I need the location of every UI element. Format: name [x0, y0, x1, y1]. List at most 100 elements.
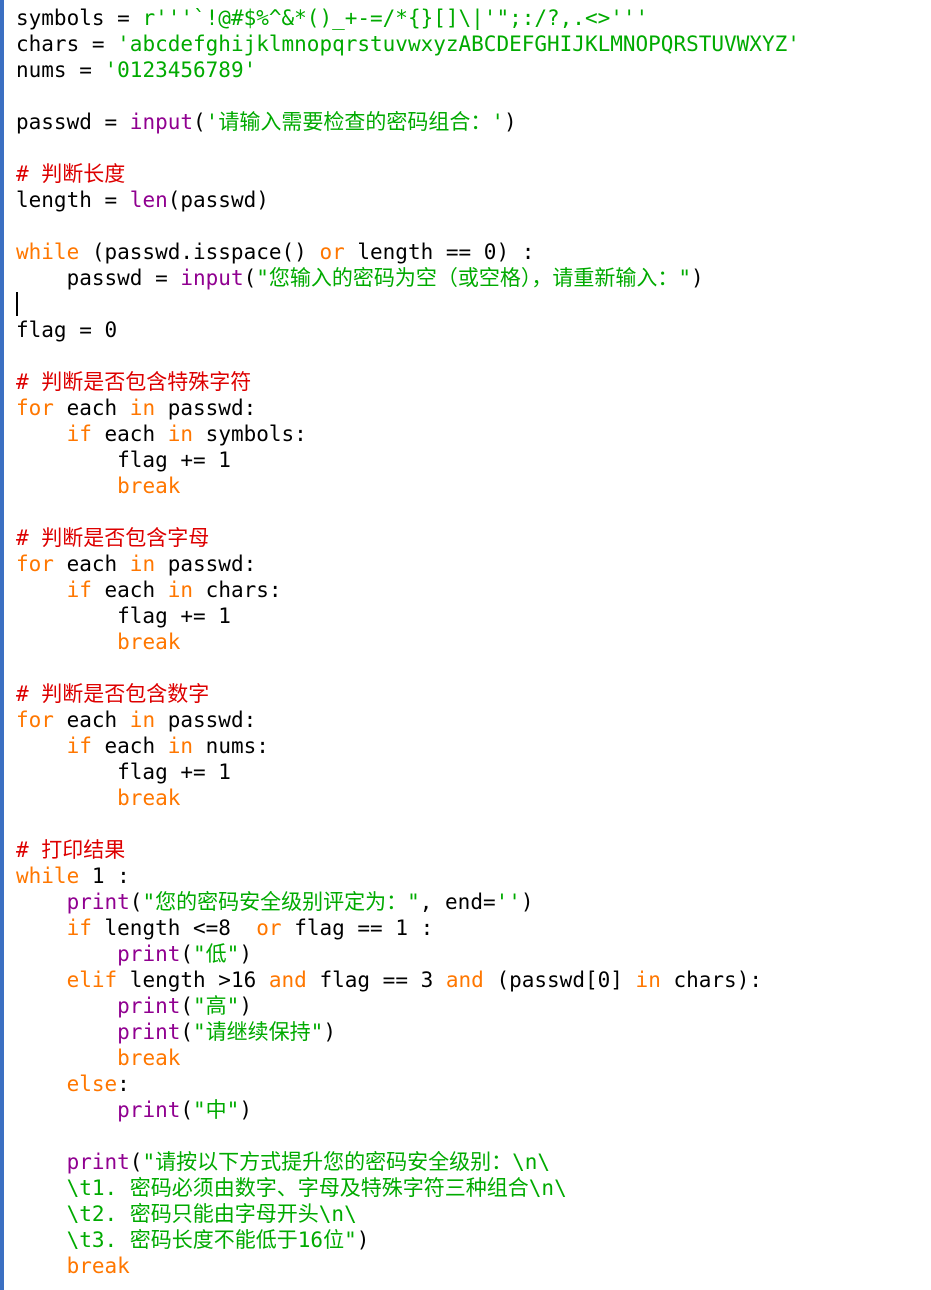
code-line[interactable]: nums = '0123456789': [16, 57, 927, 83]
code-text: (: [243, 266, 257, 290]
code-builtin: print: [117, 1098, 181, 1122]
code-line[interactable]: \t3. 密码长度不能低于16位"): [16, 1227, 927, 1253]
code-line[interactable]: if each in nums:: [16, 733, 927, 759]
code-text: symbols:: [193, 422, 307, 446]
code-keyword: while: [16, 240, 80, 264]
code-text: each: [53, 552, 130, 576]
code-line[interactable]: [16, 343, 927, 369]
code-text: length == 0) :: [344, 240, 535, 264]
code-line[interactable]: [16, 213, 927, 239]
code-builtin: input: [180, 266, 244, 290]
code-line[interactable]: \t1. 密码必须由数字、字母及特殊字符三种组合\n\: [16, 1175, 927, 1201]
text-cursor: [16, 292, 18, 316]
code-text: flag += 1: [16, 448, 231, 472]
code-text: flag += 1: [16, 760, 231, 784]
code-text: each: [53, 708, 130, 732]
code-line[interactable]: symbols = r'''`!@#$%^&*()_+-=/*{}[]\|'";…: [16, 5, 927, 31]
code-text: length =: [16, 188, 130, 212]
code-text: ): [239, 1098, 252, 1122]
code-line[interactable]: for each in passwd:: [16, 551, 927, 577]
code-line[interactable]: break: [16, 785, 927, 811]
code-line[interactable]: [16, 655, 927, 681]
code-line[interactable]: else:: [16, 1071, 927, 1097]
code-line[interactable]: passwd = input('请输入需要检查的密码组合：'): [16, 109, 927, 135]
code-line[interactable]: [16, 499, 927, 525]
code-keyword: elif: [66, 968, 118, 992]
code-line[interactable]: # 打印结果: [16, 837, 927, 863]
code-line[interactable]: [16, 1123, 927, 1149]
code-line[interactable]: # 判断是否包含字母: [16, 525, 927, 551]
code-line[interactable]: print("高"): [16, 993, 927, 1019]
code-area[interactable]: symbols = r'''`!@#$%^&*()_+-=/*{}[]\|'";…: [16, 5, 927, 1279]
code-text: passwd:: [155, 552, 257, 576]
code-string: "请继续保持": [193, 1020, 324, 1044]
code-string: "请按以下方式提升您的密码安全级别：\n\: [142, 1150, 551, 1174]
code-text: ): [520, 890, 534, 914]
code-line[interactable]: [16, 811, 927, 837]
code-line[interactable]: chars = 'abcdefghijklmnopqrstuvwxyzABCDE…: [16, 31, 927, 57]
code-line[interactable]: \t2. 密码只能由字母开头\n\: [16, 1201, 927, 1227]
code-line[interactable]: flag += 1: [16, 759, 927, 785]
code-text: ): [691, 266, 704, 290]
code-text: [16, 422, 67, 446]
code-line[interactable]: for each in passwd:: [16, 395, 927, 421]
code-line[interactable]: # 判断是否包含数字: [16, 681, 927, 707]
code-line[interactable]: break: [16, 1045, 927, 1071]
code-text: [16, 1072, 67, 1096]
code-line[interactable]: print("您的密码安全级别评定为：", end=''): [16, 889, 927, 915]
code-text: [16, 942, 117, 966]
code-line[interactable]: flag = 0: [16, 317, 927, 343]
code-keyword: if: [66, 422, 92, 446]
code-line[interactable]: flag += 1: [16, 603, 927, 629]
code-text: passwd =: [16, 110, 130, 134]
code-keyword: or: [319, 240, 345, 264]
code-line[interactable]: print("请继续保持"): [16, 1019, 927, 1045]
code-line[interactable]: break: [16, 629, 927, 655]
code-line[interactable]: while (passwd.isspace() or length == 0) …: [16, 239, 927, 265]
code-builtin: print: [66, 890, 130, 914]
code-text: (: [180, 1020, 194, 1044]
code-text: flag == 1 :: [281, 916, 434, 940]
code-string: "高": [193, 994, 240, 1018]
code-string: \t1. 密码必须由数字、字母及特殊字符三种组合\n\: [16, 1176, 567, 1200]
code-line[interactable]: print("请按以下方式提升您的密码安全级别：\n\: [16, 1149, 927, 1175]
code-builtin: print: [117, 942, 181, 966]
code-line[interactable]: [16, 83, 927, 109]
code-keyword: break: [66, 1254, 130, 1278]
code-keyword: if: [66, 916, 92, 940]
code-line[interactable]: if each in chars:: [16, 577, 927, 603]
code-line[interactable]: # 判断是否包含特殊字符: [16, 369, 927, 395]
code-keyword: break: [117, 786, 181, 810]
code-line[interactable]: break: [16, 473, 927, 499]
code-line[interactable]: for each in passwd:: [16, 707, 927, 733]
code-line[interactable]: [16, 135, 927, 161]
code-line[interactable]: print("中"): [16, 1097, 927, 1123]
code-text: 1 :: [79, 864, 130, 888]
code-line[interactable]: elif length >16 and flag == 3 and (passw…: [16, 967, 927, 993]
code-builtin: print: [66, 1150, 130, 1174]
code-string: 'abcdefghijklmnopqrstuvwxyzABCDEFGHIJKLM…: [117, 32, 800, 56]
code-text: (: [180, 1098, 194, 1122]
code-text: each: [91, 734, 168, 758]
code-line[interactable]: flag += 1: [16, 447, 927, 473]
code-line[interactable]: # 判断长度: [16, 161, 927, 187]
code-text: nums:: [193, 734, 269, 758]
code-line[interactable]: [16, 291, 927, 317]
code-text: each: [53, 396, 130, 420]
code-string: '请输入需要检查的密码组合：': [205, 110, 504, 134]
code-line[interactable]: if length <=8 or flag == 1 :: [16, 915, 927, 941]
code-line[interactable]: while 1 :: [16, 863, 927, 889]
code-text: ): [239, 942, 252, 966]
code-keyword: break: [117, 474, 181, 498]
code-text: passwd:: [155, 396, 257, 420]
code-line[interactable]: break: [16, 1253, 927, 1279]
code-text: chars):: [660, 968, 762, 992]
code-line[interactable]: passwd = input("您输入的密码为空（或空格），请重新输入："): [16, 265, 927, 291]
code-line[interactable]: print("低"): [16, 941, 927, 967]
code-line[interactable]: length = len(passwd): [16, 187, 927, 213]
code-keyword: and: [445, 968, 484, 992]
code-line[interactable]: if each in symbols:: [16, 421, 927, 447]
code-keyword: while: [16, 864, 80, 888]
code-text: passwd:: [155, 708, 257, 732]
